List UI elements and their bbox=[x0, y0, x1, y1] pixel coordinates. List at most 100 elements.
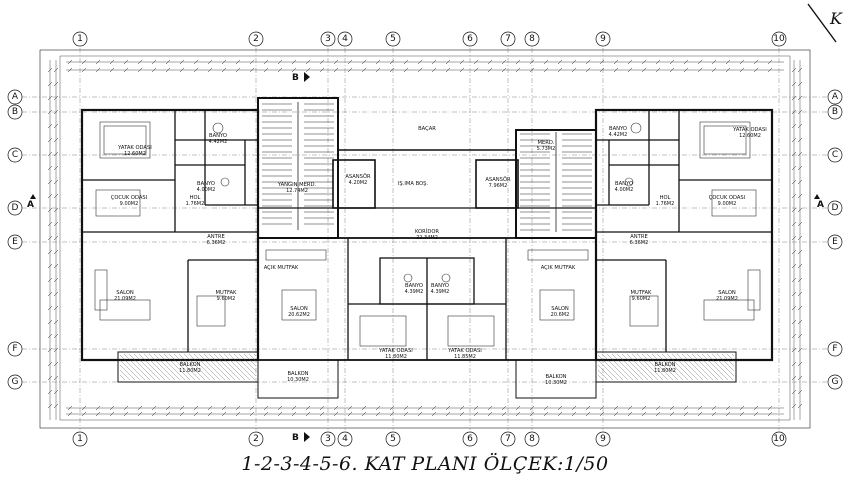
column-label-6-top: 6 bbox=[467, 34, 473, 44]
room-area: 21.09M2 bbox=[114, 296, 136, 302]
room-name: BANYO bbox=[609, 126, 627, 132]
room-area: 12.60M2 bbox=[739, 133, 761, 139]
column-bubble-3-top bbox=[320, 31, 336, 47]
column-bubble-2-bottom bbox=[248, 431, 264, 447]
column-bubble-8-bottom bbox=[524, 431, 540, 447]
column-label-10-bottom: 10 bbox=[773, 434, 785, 444]
row-label-E-right: E bbox=[832, 237, 838, 247]
row-bubble-F-left bbox=[7, 341, 23, 357]
room-area: 11.80M2 bbox=[385, 354, 407, 360]
column-bubble-10-top bbox=[771, 31, 787, 47]
room-area: 1.76M2 bbox=[186, 201, 205, 207]
row-label-G-right: G bbox=[832, 377, 839, 387]
room-area: 4.42M2 bbox=[609, 132, 628, 138]
column-bubble-6-bottom bbox=[462, 431, 478, 447]
room-label: AÇIK MUTFAK bbox=[264, 265, 299, 271]
row-label-A-left: A bbox=[12, 92, 19, 102]
room-area: 11.85M2 bbox=[454, 354, 476, 360]
architect-logo: K bbox=[807, 3, 843, 43]
room-area: 4.39M2 bbox=[431, 289, 450, 295]
room-area: 20.6M2 bbox=[551, 312, 570, 318]
column-bubble-7-bottom bbox=[500, 431, 516, 447]
room-area: 5.73M2 bbox=[537, 146, 556, 152]
room-label: YANGIN MERD.12.74M2 bbox=[277, 182, 317, 194]
row-label-G-left: G bbox=[12, 377, 19, 387]
room-label: IŞ.IMA BOŞ. bbox=[398, 181, 429, 187]
row-label-A-right: A bbox=[832, 92, 839, 102]
room-name: BALKON bbox=[179, 362, 200, 368]
row-bubble-D-right bbox=[827, 200, 843, 216]
column-bubble-2-top bbox=[248, 31, 264, 47]
room-name: KORİDOR bbox=[415, 228, 439, 235]
room-area: 4.00M2 bbox=[615, 187, 634, 193]
column-label-2-bottom: 2 bbox=[253, 434, 259, 444]
room-name: AÇIK MUTFAK bbox=[264, 265, 299, 271]
room-area: 12.74M2 bbox=[286, 188, 308, 194]
section-a-right-label: A bbox=[817, 200, 824, 210]
column-bubble-4-bottom bbox=[337, 431, 353, 447]
room-area: 6.36M2 bbox=[630, 240, 649, 246]
column-bubble-1-top bbox=[72, 31, 88, 47]
room-area: 4.39M2 bbox=[405, 289, 424, 295]
row-label-E-left: E bbox=[12, 237, 18, 247]
room-name: BANYO bbox=[209, 133, 227, 139]
room-name: YANGIN MERD. bbox=[277, 182, 317, 188]
dimension-ticks bbox=[47, 59, 803, 417]
column-bubble-10-bottom bbox=[771, 431, 787, 447]
row-label-B-right: B bbox=[832, 107, 838, 117]
room-area: 4.20M2 bbox=[349, 180, 368, 186]
room-name: YATAK ODASI bbox=[732, 127, 767, 133]
column-label-1-bottom: 1 bbox=[77, 434, 83, 444]
room-name: BALKON bbox=[287, 371, 308, 377]
plan-title: 1-2-3-4-5-6. KAT PLANI ÖLÇEK:1/50 bbox=[241, 453, 609, 475]
logo-letter: K bbox=[829, 9, 843, 28]
section-b-bottom-label: B bbox=[292, 433, 299, 443]
room-name: ASANSÖR bbox=[345, 173, 371, 180]
room-name: SALON bbox=[718, 290, 736, 296]
row-bubble-B-left bbox=[7, 104, 23, 120]
room-name: ÇOCUK ODASI bbox=[111, 195, 148, 201]
section-markers: B B A A bbox=[27, 72, 824, 443]
row-label-C-left: C bbox=[12, 150, 18, 160]
column-label-6-bottom: 6 bbox=[467, 434, 473, 444]
column-bubble-9-bottom bbox=[595, 431, 611, 447]
room-area: 9.60M2 bbox=[632, 296, 651, 302]
room-name: SALON bbox=[290, 306, 308, 312]
column-label-1-top: 1 bbox=[77, 34, 83, 44]
row-bubble-C-right bbox=[827, 147, 843, 163]
room-name: ANTRE bbox=[630, 234, 647, 240]
room-area: 7.96M2 bbox=[489, 183, 508, 189]
room-area: 6.36M2 bbox=[207, 240, 226, 246]
room-name: MUTFAK bbox=[631, 290, 652, 296]
room-name: ANTRE bbox=[207, 234, 224, 240]
row-label-F-right: F bbox=[832, 344, 837, 354]
room-name: MUTFAK bbox=[216, 290, 237, 296]
row-bubble-G-right bbox=[827, 374, 843, 390]
room-area: 11.80M2 bbox=[179, 368, 201, 374]
column-label-4-top: 4 bbox=[342, 34, 348, 44]
column-label-3-bottom: 3 bbox=[325, 434, 331, 444]
room-name: HOL bbox=[660, 195, 671, 201]
room-name: BALKON bbox=[654, 362, 675, 368]
